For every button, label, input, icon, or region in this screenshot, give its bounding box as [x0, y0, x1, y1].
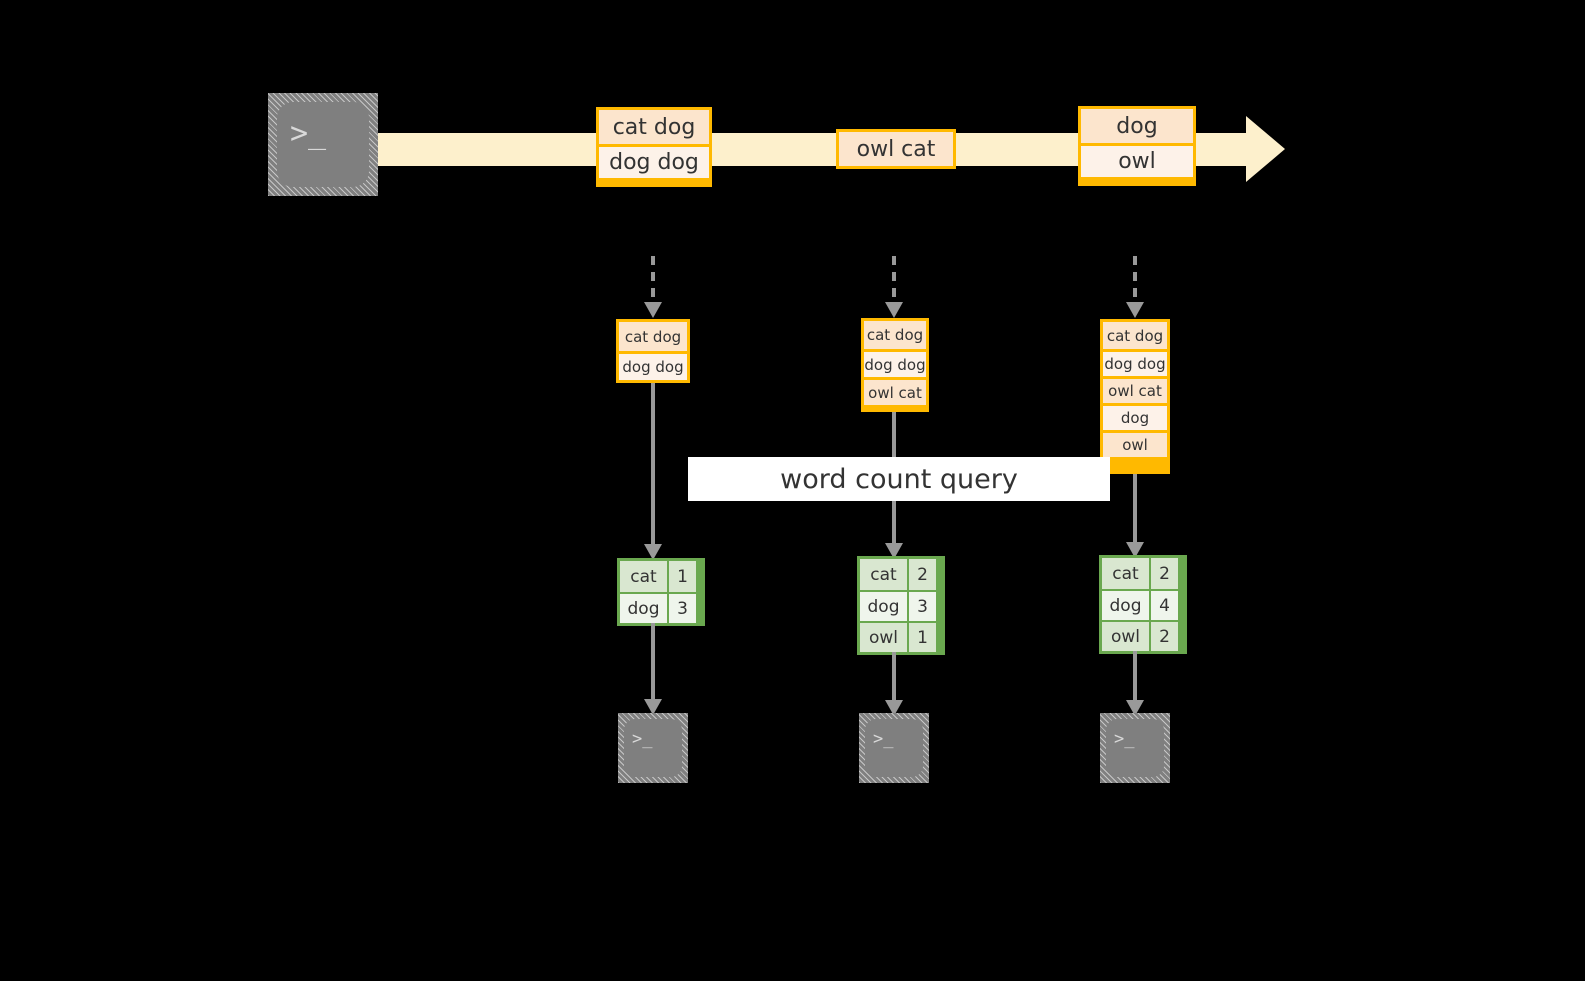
prompt-glyph: >_: [290, 116, 327, 151]
snapshot-2-sink-terminal-icon[interactable]: >_: [859, 713, 929, 783]
record-line: dog dog: [599, 144, 709, 178]
snapshot-line: cat dog: [864, 321, 926, 349]
snapshot-3-sink-terminal-icon[interactable]: >_: [1100, 713, 1170, 783]
prompt-glyph: >_: [1114, 729, 1135, 749]
snapshot-3-count-table: cat 2 dog 4 owl 2: [1099, 555, 1187, 654]
word-cell: cat: [620, 561, 667, 592]
count-cell: 2: [1149, 622, 1178, 651]
snapshot-2-input-box: cat dog dog dog owl cat: [861, 318, 929, 412]
table-row: owl 2: [1102, 620, 1184, 651]
snapshot-1-count-table: cat 1 dog 3: [617, 558, 705, 626]
table-row: owl 1: [860, 621, 942, 652]
count-cell: 1: [907, 623, 936, 652]
word-cell: owl: [1102, 622, 1149, 651]
stream-record-3: dog owl: [1078, 106, 1196, 186]
snapshot-line: dog dog: [619, 351, 687, 380]
snapshot-line: owl cat: [1103, 376, 1167, 403]
word-cell: dog: [1102, 591, 1149, 620]
query-label-band: word count query: [688, 457, 1110, 501]
record-line: owl cat: [839, 132, 953, 166]
icon-face: [1106, 719, 1164, 777]
icon-face: [277, 102, 369, 187]
stream-arrow-head: [1246, 116, 1285, 182]
table-row: dog 3: [620, 592, 702, 623]
snapshot-2-count-table: cat 2 dog 3 owl 1: [857, 556, 945, 655]
snapshot-line: dog dog: [864, 349, 926, 377]
table-row: cat 2: [860, 559, 942, 590]
record-line: owl: [1081, 143, 1193, 177]
table-row: dog 4: [1102, 589, 1184, 620]
snapshot-line: cat dog: [1103, 322, 1167, 349]
record-line: cat dog: [599, 110, 709, 144]
snapshot-3-input-box: cat dog dog dog owl cat dog owl: [1100, 319, 1170, 474]
table-row: cat 1: [620, 561, 702, 592]
query-label-text: word count query: [780, 463, 1018, 495]
table-row: cat 2: [1102, 558, 1184, 589]
record-line: dog: [1081, 109, 1193, 143]
snapshot-line: dog: [1103, 403, 1167, 430]
prompt-glyph: >_: [873, 729, 894, 749]
snapshot-line: dog dog: [1103, 349, 1167, 376]
word-cell: cat: [860, 559, 907, 590]
prompt-glyph: >_: [632, 729, 653, 749]
icon-face: [624, 719, 682, 777]
snapshot-line: owl: [1103, 430, 1167, 457]
snapshot-line: cat dog: [619, 322, 687, 351]
count-cell: 2: [907, 559, 936, 590]
snapshot-1-input-box: cat dog dog dog: [616, 319, 690, 383]
count-cell: 2: [1149, 558, 1178, 589]
count-cell: 4: [1149, 591, 1178, 620]
word-cell: dog: [860, 592, 907, 621]
source-terminal-icon[interactable]: >_: [268, 93, 378, 196]
word-cell: cat: [1102, 558, 1149, 589]
snapshot-1-sink-terminal-icon[interactable]: >_: [618, 713, 688, 783]
snapshot-line: owl cat: [864, 377, 926, 405]
stream-record-2: owl cat: [836, 129, 956, 169]
count-cell: 3: [907, 592, 936, 621]
icon-face: [865, 719, 923, 777]
stream-record-1: cat dog dog dog: [596, 107, 712, 187]
table-row: dog 3: [860, 590, 942, 621]
count-cell: 1: [667, 561, 696, 592]
count-cell: 3: [667, 594, 696, 623]
word-cell: owl: [860, 623, 907, 652]
word-cell: dog: [620, 594, 667, 623]
